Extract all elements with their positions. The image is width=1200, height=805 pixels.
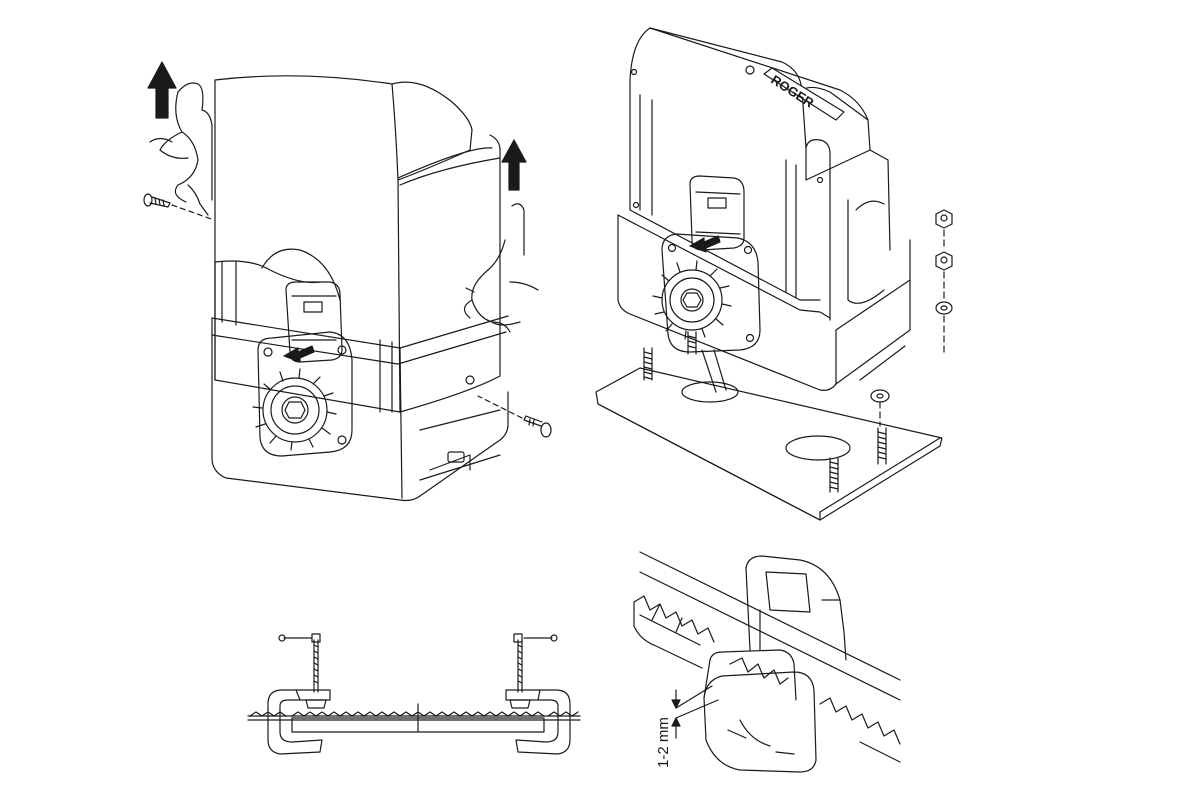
motor-base bbox=[211, 315, 509, 502]
base-plate bbox=[595, 367, 943, 521]
pinion-gear bbox=[703, 649, 817, 773]
nut-icon bbox=[935, 209, 953, 229]
panel-base-mounting: ROGER bbox=[595, 27, 953, 521]
hardware-stack bbox=[870, 209, 953, 427]
panel-rack-clamp bbox=[247, 633, 581, 755]
panel-cover-removal bbox=[143, 61, 552, 502]
release-lever bbox=[283, 281, 343, 363]
gap-dimension: 1-2 mm bbox=[655, 685, 719, 768]
gear-rack-angled bbox=[633, 551, 901, 763]
washer-icon bbox=[870, 389, 890, 403]
screw-icon-right bbox=[477, 395, 552, 438]
motor-body bbox=[617, 27, 911, 391]
c-clamp-icon-left bbox=[267, 633, 331, 755]
panel-pinion-gap: 1-2 mm bbox=[633, 551, 901, 773]
hand-icon-right bbox=[463, 203, 539, 333]
motor-shroud bbox=[745, 555, 847, 661]
up-arrow-icon-left bbox=[147, 61, 177, 119]
threaded-rod-icon bbox=[687, 331, 697, 355]
cover bbox=[214, 75, 501, 413]
nut-icon bbox=[935, 251, 953, 271]
up-arrow-icon-right bbox=[501, 139, 527, 191]
c-clamp-icon-right bbox=[505, 633, 571, 755]
hand-icon-left bbox=[149, 82, 213, 216]
threaded-rod-icon bbox=[643, 347, 653, 381]
gear-assembly-mounted bbox=[652, 233, 761, 353]
release-lever-mounted bbox=[689, 175, 745, 253]
screw-icon-left bbox=[143, 193, 215, 221]
washer-icon bbox=[935, 301, 953, 315]
threaded-rod-icon bbox=[877, 427, 887, 465]
threaded-rod-icon-group bbox=[643, 331, 887, 493]
gear-rack-straight bbox=[247, 703, 581, 733]
gap-measure-label: 1-2 mm bbox=[655, 717, 672, 768]
cable-conduit bbox=[701, 349, 727, 393]
threaded-rod-icon bbox=[829, 457, 839, 493]
